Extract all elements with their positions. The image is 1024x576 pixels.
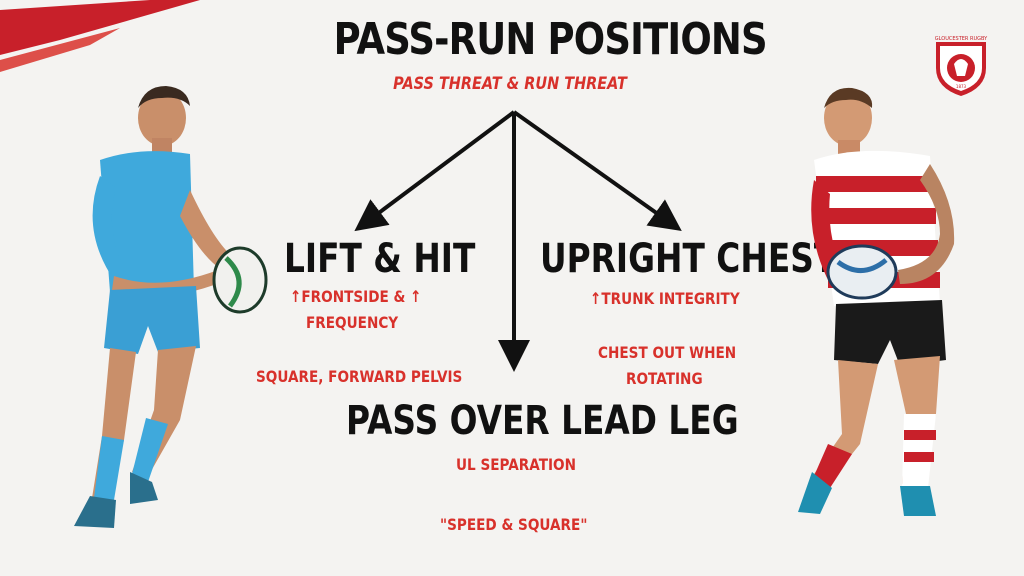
heading-upright-chest: UPRIGHT CHEST bbox=[540, 236, 837, 282]
pass-over-lead-leg-cue: "SPEED & SQUARE" bbox=[440, 515, 588, 534]
page-subtitle: PASS THREAT & RUN THREAT bbox=[393, 74, 627, 94]
upright-chest-detail: ↑TRUNK INTEGRITY bbox=[590, 289, 740, 308]
lift-hit-detail-line1: ↑FRONTSIDE & ↑ bbox=[290, 287, 422, 306]
lift-hit-detail-line2: FREQUENCY bbox=[306, 313, 399, 332]
red-brush-stroke bbox=[0, 0, 200, 72]
upright-chest-cue-line1: CHEST OUT WHEN bbox=[598, 343, 737, 362]
svg-text:GLOUCESTER RUGBY: GLOUCESTER RUGBY bbox=[935, 36, 988, 42]
club-crest-logo: GLOUCESTER RUGBY 1873 bbox=[935, 36, 988, 96]
svg-text:1873: 1873 bbox=[956, 84, 967, 89]
pass-over-lead-leg-detail: UL SEPARATION bbox=[456, 455, 576, 474]
player-cherry-white-kit-image bbox=[798, 87, 955, 516]
heading-lift-hit: LIFT & HIT bbox=[284, 236, 476, 282]
lift-hit-cue: SQUARE, FORWARD PELVIS bbox=[256, 367, 463, 386]
heading-pass-over-lead-leg: PASS OVER LEAD LEG bbox=[346, 398, 739, 444]
arrow-to-upright-chest bbox=[512, 110, 682, 231]
upright-chest-cue-line2: ROTATING bbox=[626, 369, 703, 388]
arrow-to-lift-hit bbox=[354, 110, 516, 232]
player-blue-kit-image bbox=[74, 86, 268, 528]
